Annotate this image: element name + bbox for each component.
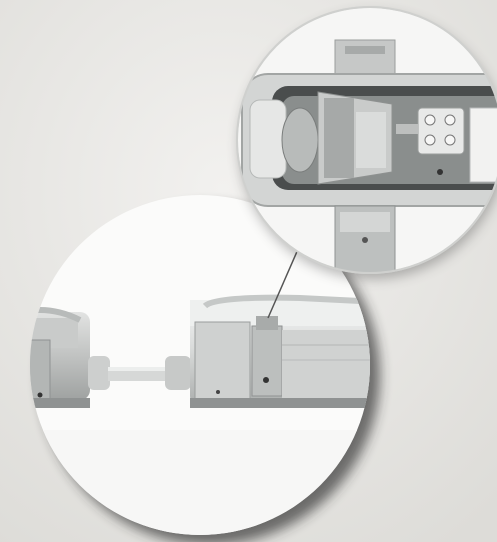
terminal-block [396,107,465,155]
inset-detail-circle [236,6,497,274]
right-fixture [190,294,370,408]
mounting-clip-bottom [334,205,396,273]
mounting-clip-top [334,39,396,75]
housing-interior [241,73,497,207]
left-fixture [30,307,90,408]
connector-cable [88,356,191,390]
